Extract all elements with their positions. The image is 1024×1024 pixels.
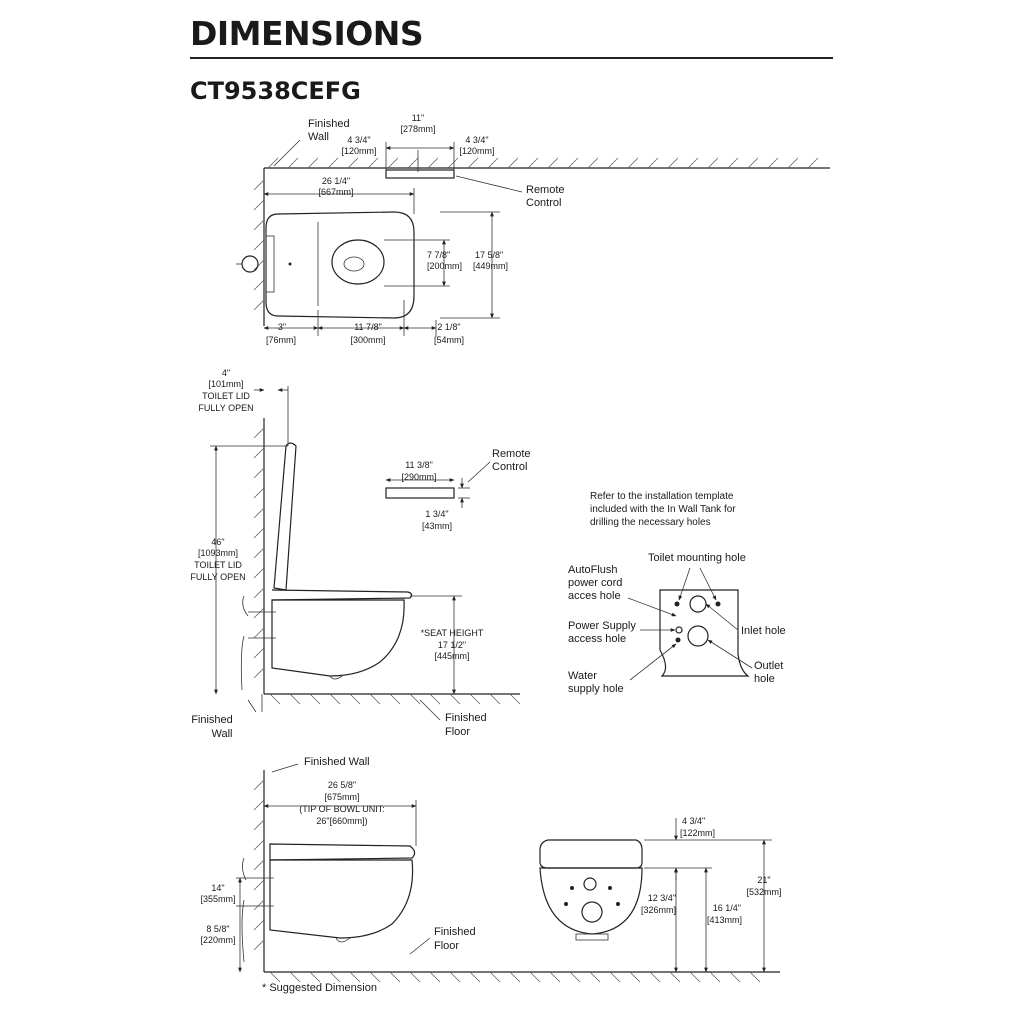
bottom-toilet-outline [241,843,416,963]
footnote: * Suggested Dimension [262,982,377,994]
bottom-wall-floor [253,770,780,983]
model-number: CT9538CEFG [190,77,361,105]
page-title: DIMENSIONS [190,14,424,53]
side-toilet-outline [240,442,413,691]
bowl-top-outline [236,211,415,319]
template-outline [659,589,750,677]
front-dimension-lines [644,818,772,973]
front-toilet-outline [539,839,643,941]
title-rule [190,57,833,59]
front-view: 4 3/4"[122mm] 12 3/4"[326mm] 16 1/4"[413… [539,816,782,973]
bottom-side-view: Finished Wall 26 5/8"[675mm](TIP OF BOWL… [200,756,780,983]
mounting-hole-left-icon [674,601,680,607]
top-length-26-1-4-label: 26 1/4"[667mm] [318,176,353,197]
bottom-depth-label: 26 5/8"[675mm](TIP OF BOWL UNIT:26"[660m… [299,780,385,826]
bottom-dimension-lines [236,763,431,973]
side-remote-thickness-label: 1 3/4"[43mm] [422,509,452,531]
toilet-mounting-hole-label: Toilet mounting hole [648,552,746,564]
front-16-1-4-label: 16 1/4"[413mm] [707,903,742,925]
bottom-8-5-8-label: 8 5/8"[220mm] [200,924,235,945]
side-remote-control [385,461,491,508]
top-left-4-3-4-label: 4 3/4"[120mm] [341,135,376,156]
front-4-3-4-label: 4 3/4"[122mm] [680,816,715,838]
mounting-hole-right-icon [715,601,721,607]
top-wall [253,157,830,326]
side-wall-floor [253,418,521,705]
top-width-11-label: 11"[278mm] [400,113,435,134]
top-11-7-8-label: 11 7/8"[300mm] [350,322,385,345]
remote-holder-top [385,169,455,179]
top-17-5-8-label: 17 5/8"[449mm] [473,250,508,271]
outlet-hole-icon [687,625,709,647]
bottom-finished-wall-label: Finished Wall [304,756,370,768]
top-2-1-8-label: 2 1/8"[54mm] [434,322,464,345]
top-3-label: 3"[76mm] [266,322,296,345]
side-remote-width-label: 11 3/8"[290mm] [401,460,436,482]
template-leader-lines [627,567,753,681]
side-dimension-lines [210,386,462,721]
top-right-4-3-4-label: 4 3/4"[120mm] [459,135,494,156]
power-supply-hole-icon [675,626,683,634]
front-12-3-4-label: 12 3/4"[326mm] [641,893,676,915]
inlet-hole-icon [689,595,707,613]
top-7-7-8-label: 7 7/8"[200mm] [427,250,462,271]
top-dimension-lines [263,139,523,336]
inlet-hole-label: Inlet hole [741,625,786,637]
water-supply-hole-icon [675,637,681,643]
front-21-label: 21"[532mm] [746,875,781,897]
bottom-14-label: 14"[355mm] [200,883,235,904]
